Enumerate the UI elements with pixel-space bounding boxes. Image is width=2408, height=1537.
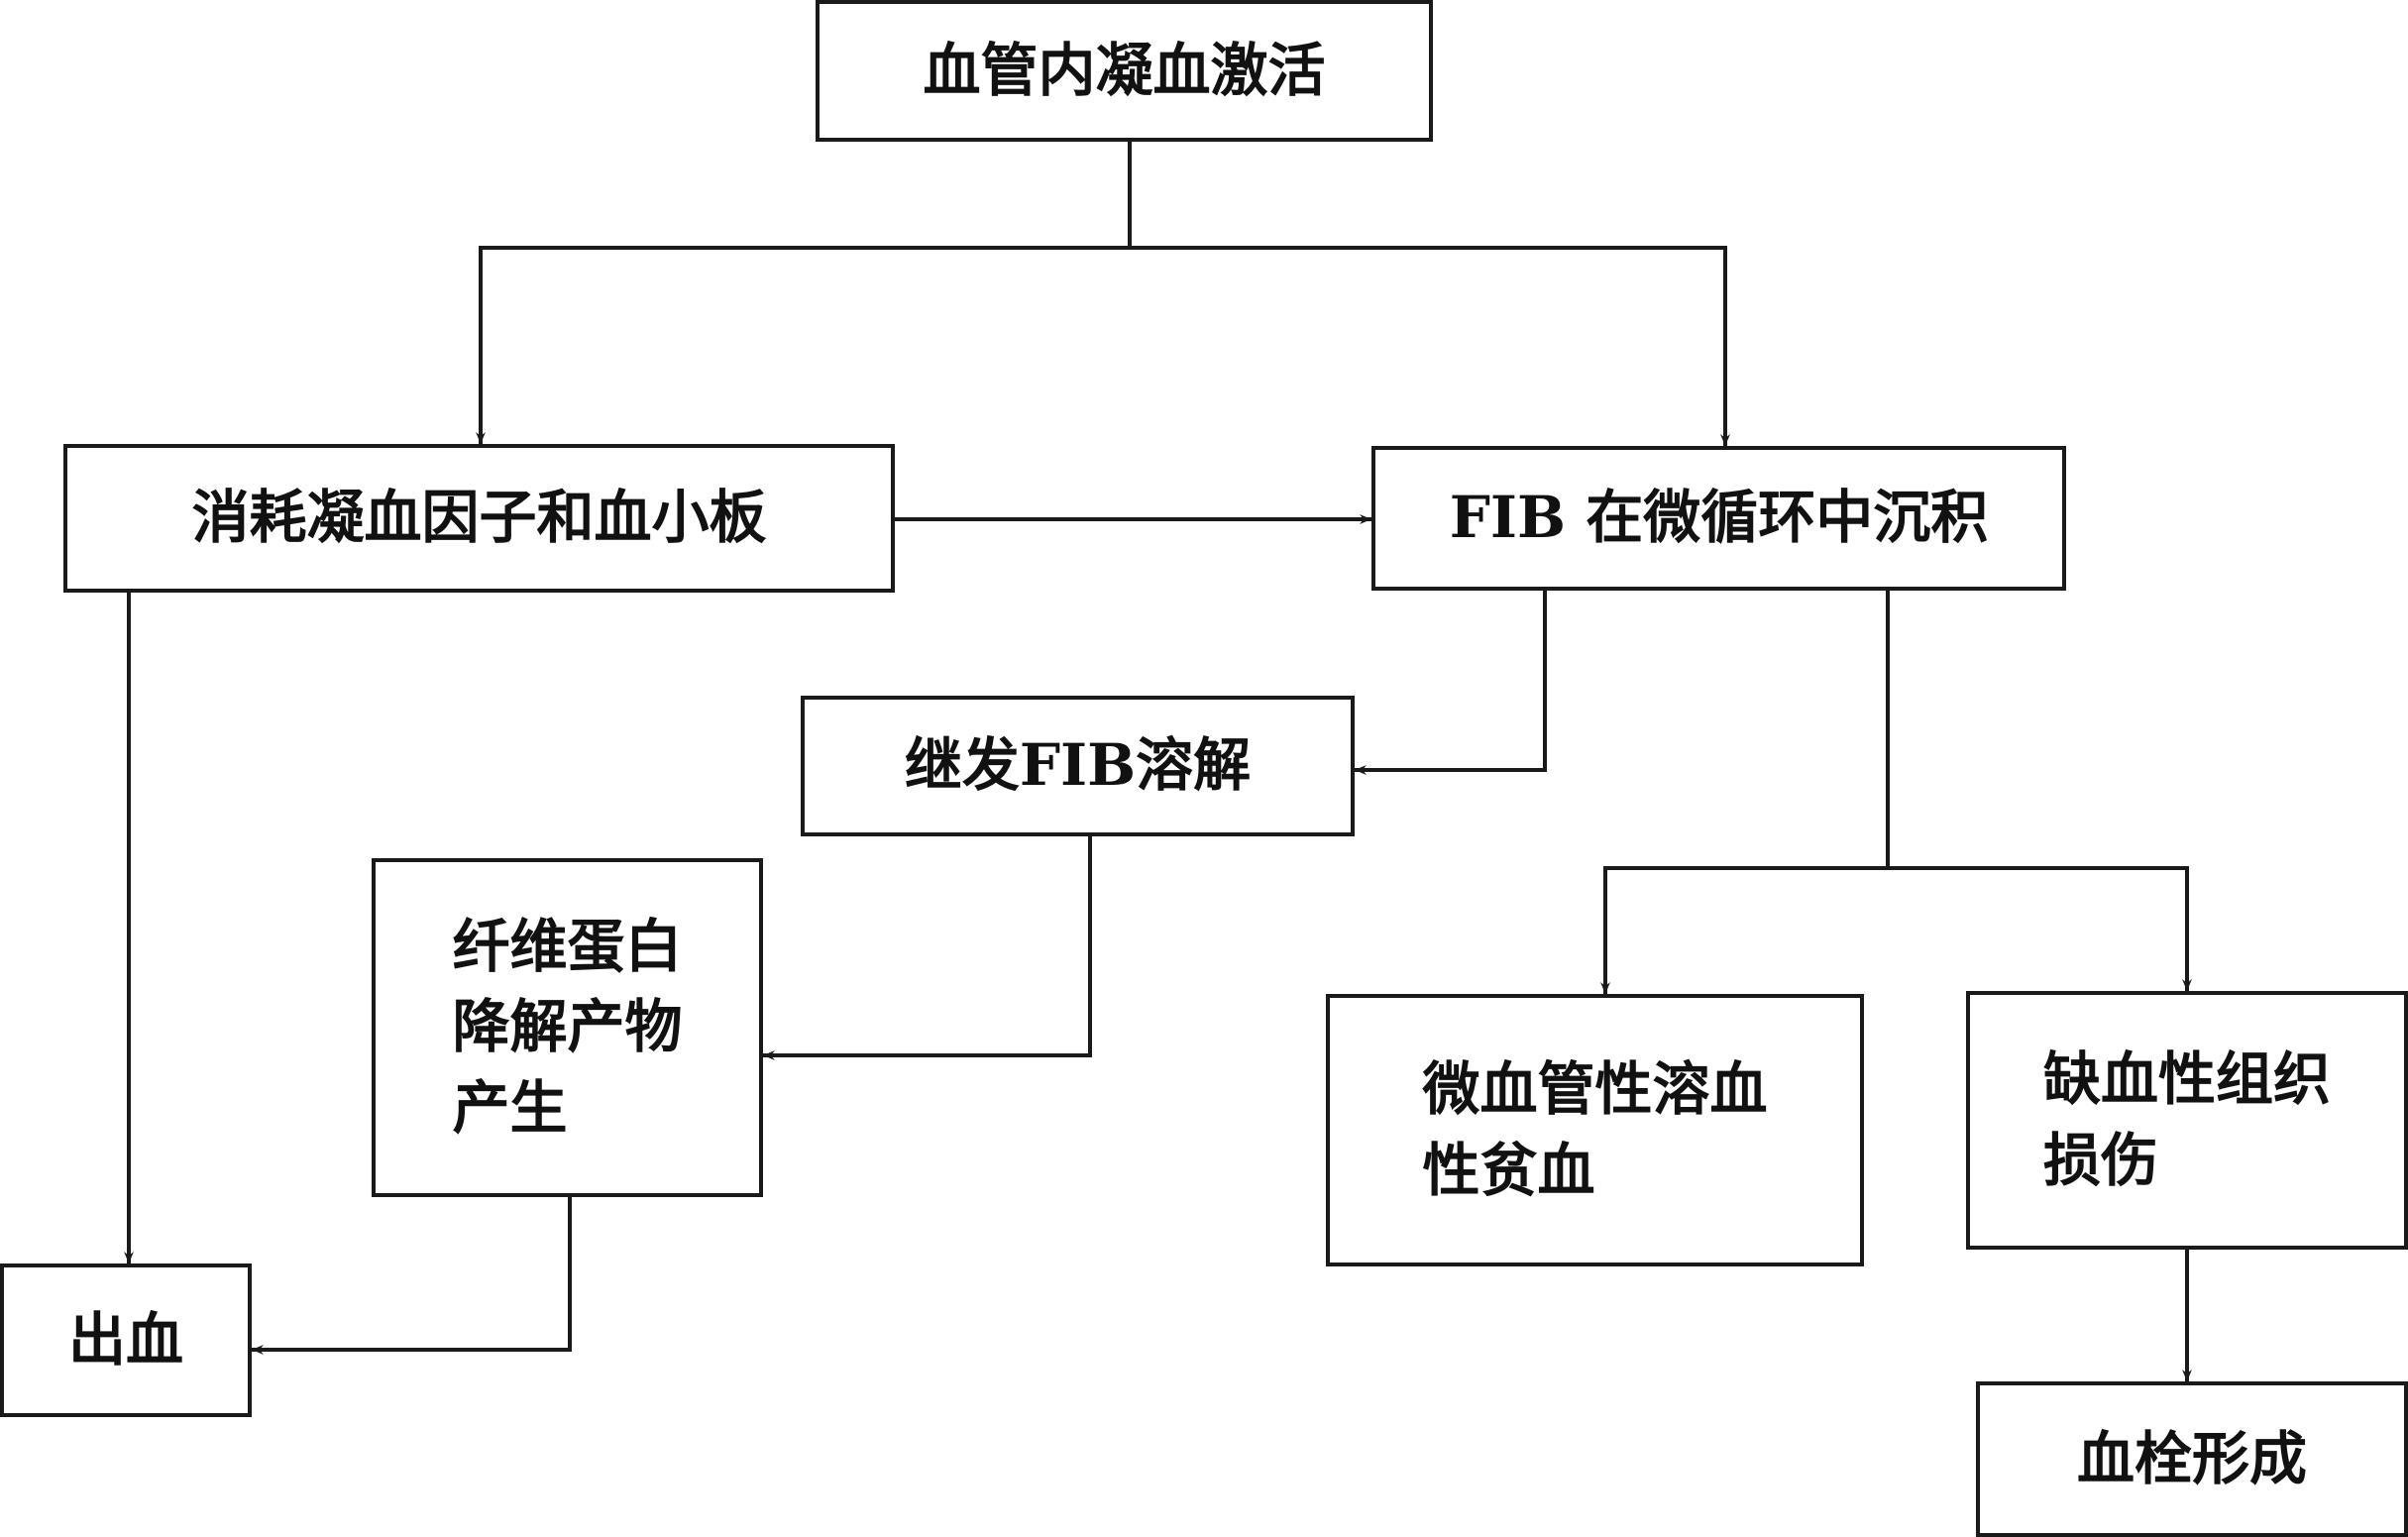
node-bleeding-label: 出血: [67, 1305, 183, 1373]
node-activation: 血管内凝血激活: [816, 0, 1433, 142]
edge-fib-deposit-to-ischemic-damage: [1888, 866, 2192, 991]
node-consume: 消耗凝血因子和血小板: [63, 444, 895, 593]
edge-activation-to-consume: [476, 246, 1130, 444]
node-ischemic-damage-label: 缺血性组织 损伤: [2042, 1045, 2331, 1194]
edge-fib-deposit-to-hemolytic-anemia: [1600, 866, 1888, 994]
edge-fib-deposit-to-fibrinolysis: [1355, 591, 1547, 775]
node-fib-deposit: FIB 在微循环中沉积: [1371, 446, 2066, 591]
node-fdp: 纤维蛋白 降解产物 产生: [372, 858, 763, 1197]
node-fibrinolysis: 继发FIB溶解: [801, 696, 1355, 836]
node-consume-label: 消耗凝血因子和血小板: [191, 484, 767, 552]
edge-fdp-to-bleeding: [252, 1197, 572, 1355]
edge-fibrinolysis-to-fdp: [763, 836, 1092, 1060]
node-fdp-label: 纤维蛋白 降解产物 产生: [452, 913, 683, 1142]
node-ischemic-damage: 缺血性组织 损伤: [1966, 991, 2408, 1250]
node-activation-label: 血管内凝血激活: [923, 36, 1326, 104]
node-fibrinolysis-label: 继发FIB溶解: [904, 731, 1252, 800]
node-thrombosis: 血栓形成: [1976, 1381, 2408, 1537]
node-bleeding: 出血: [0, 1263, 252, 1417]
node-thrombosis-label: 血栓形成: [2076, 1424, 2307, 1492]
node-fib-deposit-label: FIB 在微循环中沉积: [1449, 484, 1989, 552]
node-hemolytic-anemia-label: 微血管性溶血 性贫血: [1422, 1055, 1768, 1204]
node-hemolytic-anemia: 微血管性溶血 性贫血: [1326, 994, 1864, 1266]
edge-activation-to-fib-deposit: [1130, 246, 1730, 446]
